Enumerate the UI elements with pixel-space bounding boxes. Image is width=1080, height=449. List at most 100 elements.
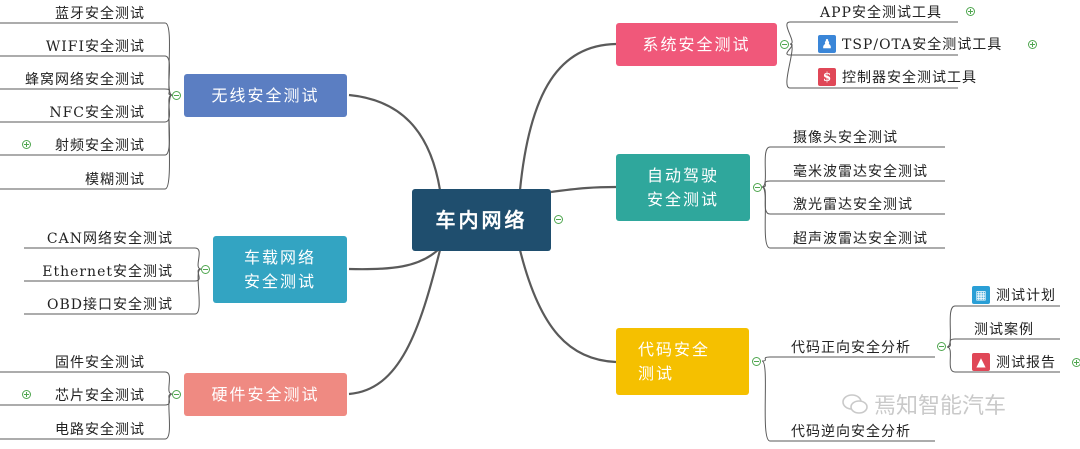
leaf-text: 激光雷达安全测试 [793,197,913,213]
trunk-wireless [348,93,442,191]
leaf-test-report[interactable]: ▲ 测试报告 [972,352,1056,372]
leaf-cellular[interactable]: 蜂窝网络安全测试 [25,69,145,89]
leaf-tsp-tool[interactable]: ♟ TSP/OTA安全测试工具 [818,34,1002,54]
leaf-text: 毫米波雷达安全测试 [793,164,928,180]
leaf-text: APP安全测试工具 [820,5,942,21]
leaf-chip[interactable]: 芯片安全测试 [55,385,145,405]
system-link-2 [786,43,958,89]
autodrive-link-0 [761,146,945,188]
center-node-label: 车内网络 [435,207,528,232]
system-collapse-toggle[interactable] [780,40,789,49]
tsp-tool-expand-toggle[interactable] [1028,40,1037,49]
leaf-ethernet[interactable]: Ethernet安全测试 [42,261,173,281]
leaf-text: 蓝牙安全测试 [55,6,145,22]
code-link-1 [761,360,935,442]
wireless-node-label: 无线安全测试 [211,85,320,105]
watermark: 焉知智能汽车 [842,388,1006,420]
leaf-test-plan[interactable]: ▦ 测试计划 [972,285,1056,305]
system-node[interactable]: 系统安全测试 [616,23,777,66]
wireless-link-0 [0,22,173,96]
calendar-icon: ▦ [972,286,990,304]
leaf-code-reverse[interactable]: 代码逆向安全分析 [791,421,911,441]
chip-expand-toggle[interactable] [22,390,31,399]
center-collapse-toggle[interactable] [554,215,563,224]
leaf-firmware[interactable]: 固件安全测试 [55,352,145,372]
leaf-circuit[interactable]: 电路安全测试 [55,419,145,439]
test-report-expand-toggle[interactable] [1072,358,1080,367]
code-collapse-toggle[interactable] [752,357,761,366]
vehicle-net-label-2: 安全测试 [243,271,316,291]
leaf-text: 超声波雷达安全测试 [793,231,928,247]
code-forward-collapse-toggle[interactable] [937,342,946,351]
wireless-node[interactable]: 无线安全测试 [184,74,347,117]
code-link-0 [761,356,935,362]
wechat-icon [842,394,868,414]
leaf-lidar[interactable]: 激光雷达安全测试 [793,194,913,214]
app-tool-expand-toggle[interactable] [966,7,975,16]
system-node-label: 系统安全测试 [642,34,751,54]
trunk-code [518,249,617,364]
trunk-vehicle-net [348,247,441,271]
autodrive-label-2: 安全测试 [646,189,719,209]
leaf-camera[interactable]: 摄像头安全测试 [793,127,898,147]
hardware-node[interactable]: 硬件安全测试 [184,373,347,416]
leaf-bluetooth[interactable]: 蓝牙安全测试 [55,3,145,23]
system-link-0 [786,21,958,45]
dollar-icon: $ [818,68,836,86]
autodrive-node[interactable]: 自动驾驶 安全测试 [616,154,750,221]
leaf-text: 蜂窝网络安全测试 [25,72,145,88]
autodrive-collapse-toggle[interactable] [753,183,762,192]
code-forward-link-2 [946,346,1060,373]
vehicle-net-collapse-toggle[interactable] [201,265,210,274]
code-forward-link-0 [946,305,1060,348]
leaf-text: 测试案例 [974,322,1034,338]
leaf-obd[interactable]: OBD接口安全测试 [47,294,173,314]
trunk-system [518,42,617,191]
trunk-hardware [348,249,442,396]
leaf-can[interactable]: CAN网络安全测试 [47,228,173,248]
leaf-text: 摄像头安全测试 [793,130,898,146]
vehicle-net-label-1: 车载网络 [243,248,316,268]
leaf-fuzz[interactable]: 模糊测试 [85,169,145,189]
vehicle-net-node[interactable]: 车载网络 安全测试 [213,236,347,303]
hardware-collapse-toggle[interactable] [172,390,181,399]
watermark-text: 焉知智能汽车 [874,394,1007,419]
leaf-code-forward[interactable]: 代码正向安全分析 [791,337,911,357]
leaf-test-case[interactable]: 测试案例 [974,319,1034,339]
leaf-text: Ethernet安全测试 [42,264,173,280]
rf-expand-toggle[interactable] [22,140,31,149]
code-label-1: 代码安全 [638,340,711,360]
autodrive-link-3 [761,186,945,249]
code-forward-link-1 [946,338,1060,348]
leaf-app-tool[interactable]: APP安全测试工具 [820,2,942,22]
leaf-text: 芯片安全测试 [55,388,145,404]
vehicle-net-link-0 [24,247,202,270]
autodrive-label-1: 自动驾驶 [646,166,719,186]
leaf-text: 测试计划 [996,288,1056,304]
leaf-text: WIFI安全测试 [45,39,145,55]
vehicle-net-link-2 [24,268,202,315]
leaf-text: CAN网络安全测试 [46,231,173,247]
leaf-text: OBD接口安全测试 [47,297,173,313]
leaf-text: 代码逆向安全分析 [791,424,911,440]
wireless-link-2 [0,88,173,96]
wireless-link-5 [0,94,173,190]
report-icon: ▲ [972,353,990,371]
center-node[interactable]: 车内网络 [412,189,551,251]
code-label-2: 测试 [638,363,675,383]
leaf-text: 代码正向安全分析 [791,340,911,356]
autodrive-link-1 [761,180,945,188]
wireless-link-1 [0,55,173,96]
leaf-mmwave[interactable]: 毫米波雷达安全测试 [793,161,928,181]
wireless-collapse-toggle[interactable] [172,91,181,100]
leaf-text: TSP/OTA安全测试工具 [842,37,1003,53]
code-node[interactable]: 代码安全 测试 [616,328,749,395]
leaf-nfc[interactable]: NFC安全测试 [49,102,145,122]
leaf-controller-tool[interactable]: $ 控制器安全测试工具 [818,67,977,87]
leaf-ultrasonic[interactable]: 超声波雷达安全测试 [793,228,928,248]
leaf-wifi[interactable]: WIFI安全测试 [46,36,145,56]
leaf-rf[interactable]: 射频安全测试 [55,135,145,155]
leaf-text: NFC安全测试 [49,105,145,121]
hardware-node-label: 硬件安全测试 [211,384,320,404]
